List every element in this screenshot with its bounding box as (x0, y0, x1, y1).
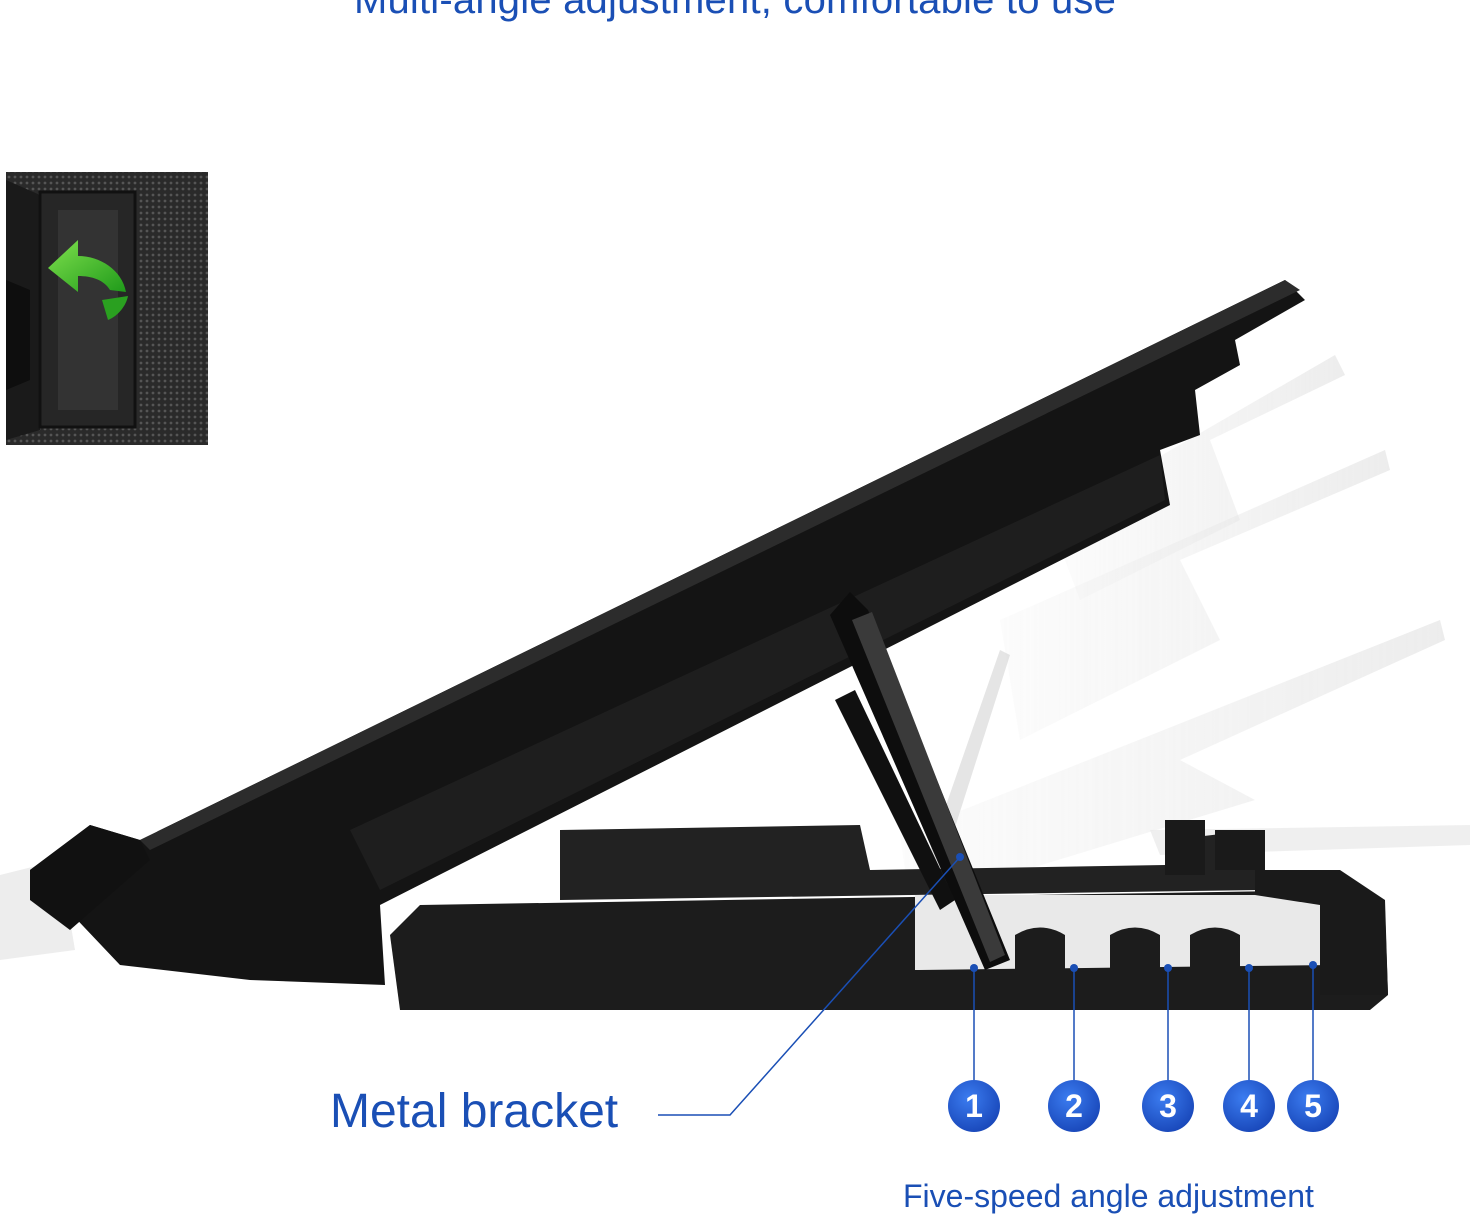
angle-level-markers: 1 2 3 4 5 (948, 961, 1339, 1132)
level-anchor-dot (1070, 964, 1078, 972)
level-number-3: 3 (1159, 1088, 1177, 1124)
level-anchor-dot (970, 964, 978, 972)
metal-bracket (830, 592, 1010, 970)
curved-arrow-icon (48, 240, 128, 320)
level-badge-4 (1223, 1080, 1275, 1132)
level-anchor-dot (1164, 964, 1172, 972)
inset-closeup (6, 172, 208, 445)
five-speed-label: Five-speed angle adjustment (903, 1178, 1314, 1214)
bracket-callout-line (658, 853, 964, 1116)
page-headline: Multi-angle adjustment, comfortable to u… (353, 0, 1117, 22)
level-badge-1 (948, 1080, 1000, 1132)
metal-bracket-label: Metal bracket (330, 1085, 619, 1138)
level-number-2: 2 (1065, 1088, 1083, 1124)
level-badge-5 (1287, 1080, 1339, 1132)
level-badge-2 (1048, 1080, 1100, 1132)
stand-top-plate (30, 280, 1305, 985)
level-anchor-dot (1309, 961, 1317, 969)
level-anchor-dot (1245, 964, 1253, 972)
stand-base (390, 820, 1388, 1010)
level-number-5: 5 (1304, 1088, 1322, 1124)
level-number-4: 4 (1240, 1088, 1258, 1124)
level-badge-3 (1142, 1080, 1194, 1132)
level-number-1: 1 (965, 1088, 983, 1124)
